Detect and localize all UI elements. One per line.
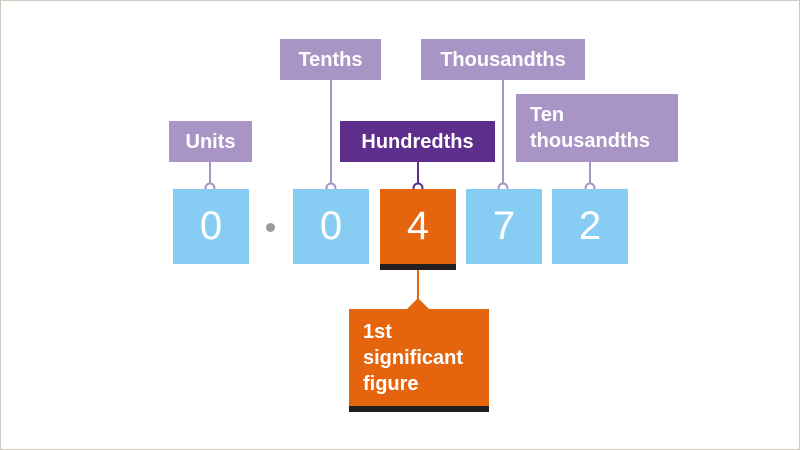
ten-thousandths-label: Ten thousandths (516, 94, 678, 162)
thousandths-label-text: Thousandths (440, 48, 566, 71)
digit-thousandths: 7 (466, 189, 542, 264)
hundredths-label-text: Hundredths (361, 130, 474, 153)
hundredths-label: Hundredths (340, 121, 495, 162)
ten-thousandths-label-text: Ten thousandths (530, 104, 650, 152)
significant-figure-underbar (349, 406, 489, 412)
digit-units: 0 (173, 189, 249, 264)
tenths-label: Tenths (280, 39, 381, 80)
digit-thousandths-text: 7 (492, 204, 516, 248)
digit-hundredths: 4 (380, 189, 456, 264)
digit-hundredths-underbar (380, 264, 456, 270)
significant-figure-box: 1st significant figure (349, 309, 489, 412)
digit-tenths: 0 (293, 189, 369, 264)
significant-figure-text: 1st significant figure (363, 321, 464, 395)
digit-units-text: 0 (199, 204, 223, 248)
significant-pointer (407, 298, 429, 309)
thousandths-label: Thousandths (421, 39, 585, 80)
units-label-text: Units (185, 130, 236, 153)
digit-ten-thousandths: 2 (552, 189, 628, 264)
decimal-point (266, 223, 275, 232)
digit-ten-thousandths-text: 2 (578, 204, 602, 248)
units-label: Units (169, 121, 252, 162)
tenths-label-text: Tenths (298, 48, 363, 71)
digit-tenths-text: 0 (319, 204, 343, 248)
digit-hundredths-text: 4 (406, 204, 430, 248)
